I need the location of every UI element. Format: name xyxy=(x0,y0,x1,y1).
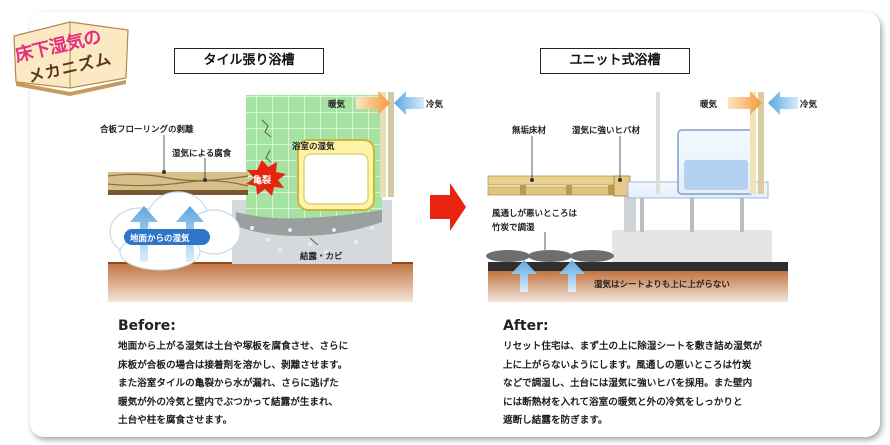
label-after-warm: 暖気 xyxy=(700,100,718,110)
label-before-warm: 暖気 xyxy=(328,100,346,110)
after-line: には断熱材を入れて浴室の暖気と外の冷気をしっかりと xyxy=(503,396,743,408)
before-line: 暖気が外の冷気と壁内でぶつかって結露が生まれ、 xyxy=(118,396,339,408)
label-after-cold: 冷気 xyxy=(800,100,818,110)
before-diagram xyxy=(107,80,424,302)
after-line: などで調湿し、土台には湿気に強いヒバを採用。また壁内 xyxy=(503,378,753,389)
label-sheet: 湿気はシートよりも上に上がらない xyxy=(594,280,730,290)
label-bath-moisture: 浴室の湿気 xyxy=(292,142,335,152)
after-soil xyxy=(488,270,788,302)
label-ventilation-2: 竹炭で調湿 xyxy=(492,223,535,233)
before-line: 地面から上がる湿気は土台や塚板を腐食させ、さらに xyxy=(118,341,349,352)
label-decay: 湿気による腐食 xyxy=(172,149,232,159)
after-rise-arrow-2 xyxy=(559,260,585,292)
label-ground-moisture: 地面からの湿気 xyxy=(130,234,190,244)
before-line: また浴室タイルの亀裂から水が漏れ、さらに逃げた xyxy=(118,378,339,389)
before-warm-arrow xyxy=(356,91,390,115)
label-condensation: 結露・カビ xyxy=(300,252,343,262)
after-line: 上に上がらないようにします。風通しの悪いところは竹炭 xyxy=(503,359,752,371)
before-heading: Before: xyxy=(118,318,176,334)
before-line: 土台や柱を腐食させます。 xyxy=(118,415,233,426)
book-icon xyxy=(13,21,129,96)
after-heading: After: xyxy=(503,318,549,334)
after-line: 遮断し結露を防ぎます。 xyxy=(503,415,608,426)
label-crack: 亀裂 xyxy=(253,176,272,186)
mold-area xyxy=(236,210,382,236)
after-rise-arrow-1 xyxy=(511,260,537,292)
ground-moisture-pill xyxy=(124,229,210,245)
solid-floor xyxy=(487,175,629,186)
label-hiba: 湿気に強いヒバ材 xyxy=(572,126,641,136)
before-line: 床板が合板の場合は接着剤を溶かし、剥離させます。 xyxy=(118,359,348,371)
after-description: リセット住宅は、まず土の上に除湿シートを敷き詰め湿気が 上に上がらないようにしま… xyxy=(503,338,762,431)
after-diagram xyxy=(486,80,798,302)
before-cold-arrow xyxy=(394,91,424,115)
before-description: 地面から上がる湿気は土台や塚板を腐食させ、さらに 床板が合板の場合は接着剤を溶か… xyxy=(118,338,348,431)
charcoal-bags xyxy=(486,250,614,262)
before-to-after-arrow xyxy=(430,183,466,231)
label-flooring: 合板フローリングの剥離 xyxy=(100,125,194,135)
before-title: タイル張り浴槽 xyxy=(174,48,324,74)
after-warm-arrow xyxy=(728,91,762,115)
after-line: リセット住宅は、まず土の上に除湿シートを敷き詰め湿気が xyxy=(503,341,763,352)
after-cold-arrow xyxy=(768,91,798,115)
mechanism-badge: 床下湿気の メカニズム xyxy=(4,8,136,96)
label-floor-material: 無垢床材 xyxy=(512,126,547,136)
after-foundation xyxy=(612,230,772,262)
after-title: ユニット式浴槽 xyxy=(540,48,690,74)
label-before-cold: 冷気 xyxy=(426,100,444,110)
moisture-sheet xyxy=(488,262,788,271)
crack-burst xyxy=(246,160,286,196)
label-ventilation-1: 風通しが悪いところは xyxy=(492,209,578,219)
